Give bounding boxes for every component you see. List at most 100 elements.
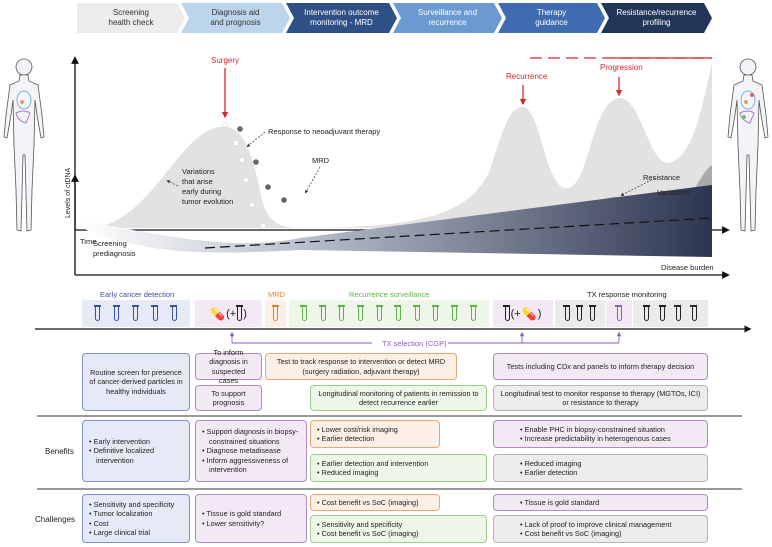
ctdna-area-early: [90, 126, 300, 228]
test-tube-icon: [563, 305, 571, 321]
use-early-detection: Routine screen for presence of cancer-de…: [82, 353, 190, 411]
use-longitudinal-monitoring: Longitudinal monitoring of patients in r…: [310, 385, 487, 411]
list-item: Lower sensitivity?: [202, 519, 300, 529]
diagnosis-tests: 💊 (+ ): [195, 300, 262, 327]
test-tube-icon: [674, 305, 682, 321]
timeline-axis: TX selection (CGP): [35, 325, 752, 348]
therapy-tests: (+ 💊 ): [493, 300, 553, 327]
test-tube-icon: [413, 305, 421, 321]
list-item: Cost benefit vs SoC (imaging): [520, 529, 701, 539]
use-inform-diagnosis: To inform diagnosis in suspected cases: [195, 348, 262, 385]
list-item: Enable PHC in biopsy-constrained situati…: [520, 425, 701, 435]
ctdna-area-late: [300, 62, 712, 228]
benefits-therapy-guidance: Enable PHC in biopsy-constrained situati…: [493, 420, 708, 448]
list-item: Increase predictability in heterogenous …: [520, 434, 701, 444]
test-tube-icon: [131, 305, 139, 321]
challenges-label: Challenges: [35, 515, 76, 524]
use-track-mrd: Test to track response to intervention o…: [265, 353, 457, 380]
test-tube-icon: [469, 305, 477, 321]
benefits-diagnosis: Support diagnosis in biopsy-constrained …: [195, 420, 307, 482]
tx-selection-tube: [606, 300, 632, 327]
early-detection-label: Early cancer detection: [100, 290, 175, 299]
use-longitudinal-test: Longitudinal test to monitor response to…: [493, 385, 708, 411]
list-item: Reduced imaging: [520, 459, 701, 469]
list-item: Earlier detection and intervention: [317, 459, 480, 469]
mrd-label: MRD: [312, 156, 330, 165]
list-item: Cost benefit vs SoC (imaging): [317, 498, 433, 508]
benefits-early-detection: Early interventionDefinitive localized i…: [82, 420, 190, 482]
test-tube-icon: [658, 305, 666, 321]
challenges-mrd: Cost benefit vs SoC (imaging): [310, 494, 440, 511]
mrd-group-label: MRD: [268, 290, 286, 299]
test-tube-icon: [112, 305, 120, 321]
recurrence-tubes: [289, 300, 489, 327]
disease-burden-wedge: [82, 185, 712, 257]
list-item: Early intervention: [89, 437, 183, 447]
list-item: Earlier detection: [520, 468, 701, 478]
surgery-label: Surgery: [211, 56, 239, 65]
benefits-label: Benefits: [45, 447, 74, 456]
list-item: Sensitivity and specificity: [89, 500, 183, 510]
burden-trend-line: [204, 217, 713, 249]
use-cdx-tests: Tests including CDx and panels to inform…: [493, 353, 708, 380]
list-item: Large clinical trial: [89, 528, 183, 538]
list-item: Cost benefit vs SoC (imaging): [317, 529, 480, 539]
list-item: Support diagnosis in biopsy-constrained …: [202, 427, 300, 446]
test-tube-icon: [431, 305, 439, 321]
stage-6: Resistance/recurrence profiling: [601, 3, 712, 33]
list-item: Sensitivity and specificity: [317, 520, 480, 530]
test-tube-icon: [450, 305, 458, 321]
recurrence-surveillance-label: Recurrence surveillance: [349, 290, 430, 299]
challenges-diagnosis: Tissue is gold standardLower sensitivity…: [195, 494, 307, 543]
test-tube-icon: [271, 305, 279, 321]
tx-monitoring-tubes: [633, 300, 708, 327]
test-tube-icon: [170, 305, 178, 321]
tx-selection-bracket: [229, 331, 622, 344]
divider: [37, 488, 742, 490]
tx-selection-label: TX selection (CGP): [382, 339, 447, 348]
tx-monitoring-label: TX response monitoring: [587, 290, 667, 299]
use-support-prognosis: To support prognosis: [195, 385, 262, 411]
stage-4: Surveillance and recurrence: [393, 3, 502, 33]
test-tube-icon: [337, 305, 345, 321]
list-item: Definitive localized intervention: [89, 446, 183, 465]
test-tube-icon: [690, 305, 698, 321]
challenges-early-detection: Sensitivity and specificityTumor localiz…: [82, 494, 190, 543]
test-tube-icon: [642, 305, 650, 321]
human-body-icon-left: [3, 58, 45, 232]
divider: [37, 415, 742, 417]
test-tube-icon: [300, 305, 308, 321]
challenges-tx-monitoring: Lack of proof to improve clinical manage…: [493, 515, 708, 543]
test-tube-icon: [151, 305, 159, 321]
test-tube-icon: [375, 305, 383, 321]
benefits-tx-monitoring: Reduced imagingEarlier detection: [493, 454, 708, 482]
list-item: Tumor localization: [89, 509, 183, 519]
list-item: Inform aggressiveness of intervention: [202, 456, 300, 475]
stage-5: Therapy guidance: [498, 3, 605, 33]
pill-icon: 💊: [210, 306, 226, 321]
test-tube-icon: [235, 305, 243, 321]
list-item: Earlier detection: [317, 434, 433, 444]
early-detection-tubes: [82, 300, 190, 327]
benefits-mrd: Lower cost/risk imagingEarlier detection: [310, 420, 440, 448]
list-item: Tissue is gold standard: [520, 498, 701, 508]
ctdna-dots-white: [222, 122, 266, 229]
ctdna-diagram: Surgery Response to neoadjuvant therapy …: [65, 56, 730, 279]
resistance-label: Resistance: [643, 173, 680, 182]
stage-2: Diagnosis aid and prognosis: [181, 3, 290, 33]
test-tube-icon: [319, 305, 327, 321]
list-item: Diagnose metadisease: [202, 446, 300, 456]
resistance-variations-label: Variations: [657, 188, 690, 197]
recurrence-label: Recurrence: [506, 72, 548, 81]
neoadjuvant-label: Response to neoadjuvant therapy: [268, 127, 380, 136]
tx-monitoring-tubes: [555, 300, 605, 327]
benefits-recurrence: Earlier detection and interventionReduce…: [310, 454, 487, 482]
mrd-tubes: [265, 300, 286, 327]
disease-burden-label: Disease burden: [661, 263, 714, 272]
challenges-recurrence: Sensitivity and specificityCost benefit …: [310, 515, 487, 543]
y-axis-label: Levels of ctDNA: [65, 167, 72, 218]
list-item: Reduced imaging: [317, 468, 480, 478]
pill-icon: 💊: [521, 306, 537, 321]
stage-1: Screening health check: [77, 3, 185, 33]
progression-label: Progression: [600, 63, 643, 72]
